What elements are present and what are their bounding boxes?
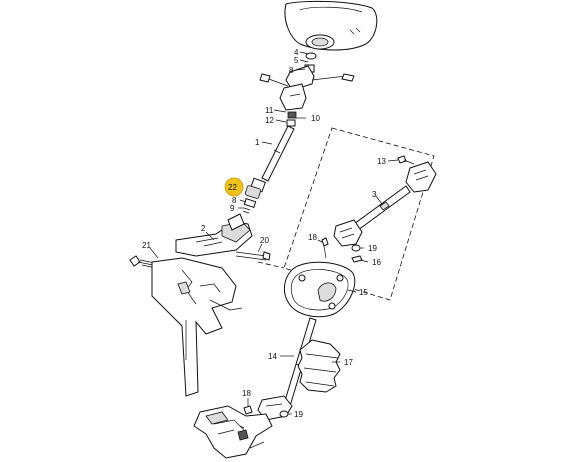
intermediate-shaft: [333, 161, 437, 247]
column-top-parts: [259, 52, 355, 91]
part-label-5: 5: [294, 56, 299, 65]
part-label-17: 17: [344, 358, 353, 367]
part-label-9: 9: [230, 204, 235, 213]
part-label-21: 21: [142, 241, 151, 250]
part-label-19-lower: 19: [294, 410, 303, 419]
bolt-16: [351, 255, 363, 263]
detail-box: [257, 127, 435, 301]
bush-part-22: [242, 185, 262, 214]
part-label-12: 12: [265, 116, 274, 125]
part-label-2: 2: [201, 224, 206, 233]
part-label-8-lower: 8: [232, 196, 237, 205]
rubber-boot: [297, 339, 341, 393]
part-label-4: 4: [294, 48, 299, 57]
part-label-18-upper: 18: [308, 233, 317, 242]
bolt-18-upper: [321, 237, 329, 259]
part-label-14: 14: [268, 352, 277, 361]
leader-lines: [149, 51, 399, 429]
part-label-20: 20: [260, 236, 269, 245]
steering-wheel: [284, 0, 378, 51]
part-label-22: 22: [228, 183, 237, 192]
part-label-1: 1: [255, 138, 260, 147]
part-label-11: 11: [265, 106, 274, 115]
part-label-8-upper: 8: [289, 66, 294, 75]
part-label-15: 15: [359, 288, 368, 297]
steering-gear: [193, 405, 273, 459]
nut-19-upper: [351, 244, 361, 252]
combination-switch: [279, 83, 307, 127]
part-label-18-lower: 18: [242, 389, 251, 398]
bearing-bracket: [175, 213, 253, 257]
bolt-20: [235, 251, 271, 261]
bolt-13: [397, 155, 415, 165]
bulkhead-panel: [151, 257, 243, 397]
part-label-13: 13: [377, 157, 386, 166]
part-label-3: 3: [372, 190, 377, 199]
part-label-16: 16: [372, 258, 381, 267]
part-label-10: 10: [311, 114, 320, 123]
highlight-marker-22: [224, 177, 244, 197]
seal-plate: [283, 261, 356, 318]
upper-steering-shaft: [250, 125, 295, 193]
part-label-19-upper: 19: [368, 244, 377, 253]
